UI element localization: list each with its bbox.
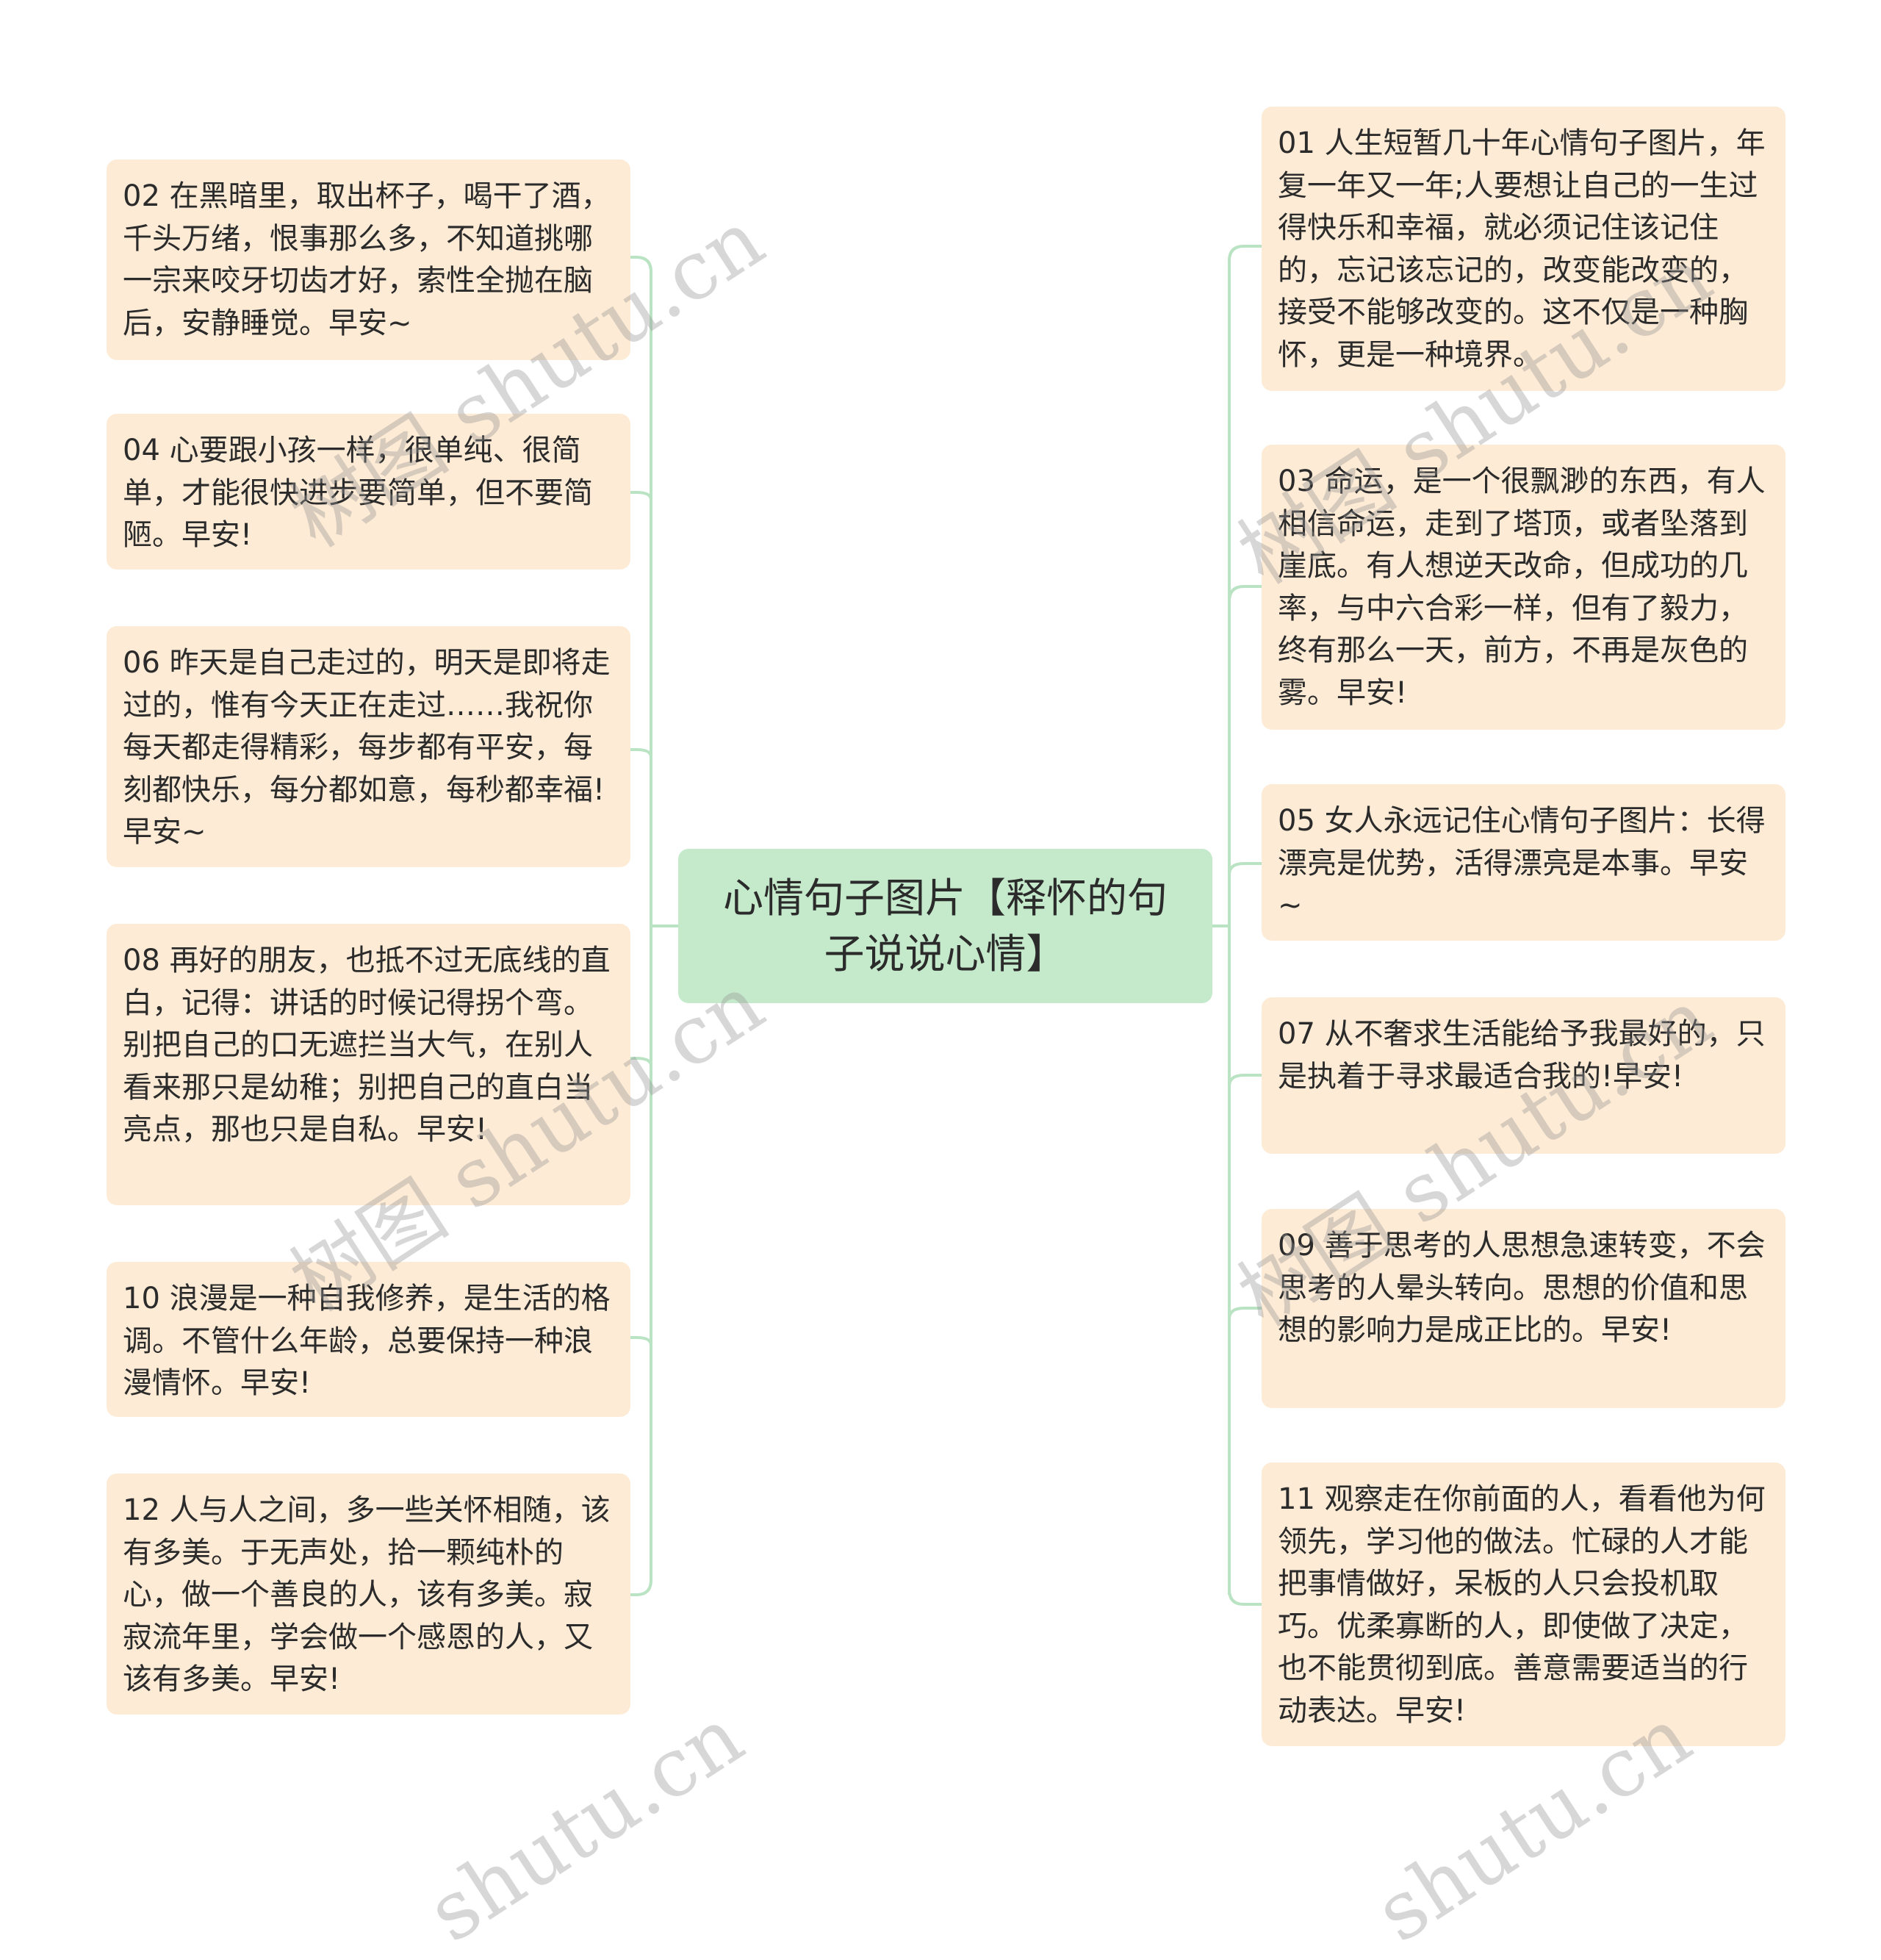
branch-node-05[interactable]: 05 女人永远记住心情句子图片：长得漂亮是优势，活得漂亮是本事。早安~ [1262, 784, 1785, 941]
branch-node-label: 02 在黑暗里，取出杯子，喝干了酒，千头万绪，恨事那么多，不知道挑哪一宗来咬牙切… [123, 179, 611, 340]
branch-node-label: 06 昨天是自己走过的，明天是即将走过的，惟有今天正在走过……我祝你每天都走得精… [123, 646, 611, 849]
root-node-label: 心情句子图片【释怀的句子说说心情】 [722, 875, 1168, 977]
branch-node-04[interactable]: 04 心要跟小孩一样，很单纯、很简单，才能很快进步要简单，但不要简陋。早安! [107, 414, 630, 570]
branch-node-label: 05 女人永远记住心情句子图片：长得漂亮是优势，活得漂亮是本事。早安~ [1278, 804, 1766, 922]
branch-node-08[interactable]: 08 再好的朋友，也抵不过无底线的直白，记得：讲话的时候记得拐个弯。别把自己的口… [107, 924, 630, 1205]
branch-node-label: 08 再好的朋友，也抵不过无底线的直白，记得：讲话的时候记得拐个弯。别把自己的口… [123, 944, 611, 1146]
branch-node-07[interactable]: 07 从不奢求生活能给予我最好的，只是执着于寻求最适合我的!早安! [1262, 997, 1785, 1154]
branch-node-01[interactable]: 01 人生短暂几十年心情句子图片，年复一年又一年;人要想让自己的一生过得快乐和幸… [1262, 107, 1785, 391]
mindmap-canvas: 心情句子图片【释怀的句子说说心情】 02 在黑暗里，取出杯子，喝干了酒，千头万绪… [107, 107, 1785, 1960]
branch-node-09[interactable]: 09 善于思考的人思想急速转变，不会思考的人晕头转向。思想的价值和思想的影响力是… [1262, 1209, 1785, 1408]
connector-lines [630, 245, 1262, 1606]
branch-node-label: 03 命运，是一个很飘渺的东西，有人相信命运，走到了塔顶，或者坠落到崖底。有人想… [1278, 464, 1766, 710]
branch-node-label: 04 心要跟小孩一样，很单纯、很简单，才能很快进步要简单，但不要简陋。早安! [123, 434, 593, 552]
branch-node-label: 11 观察走在你前面的人，看看他为何领先，学习他的做法。忙碌的人才能把事情做好，… [1278, 1482, 1766, 1728]
branch-node-label: 12 人与人之间，多一些关怀相随，该有多美。于无声处，拾一颗纯朴的心，做一个善良… [123, 1493, 611, 1696]
branch-node-11[interactable]: 11 观察走在你前面的人，看看他为何领先，学习他的做法。忙碌的人才能把事情做好，… [1262, 1462, 1785, 1746]
branch-node-06[interactable]: 06 昨天是自己走过的，明天是即将走过的，惟有今天正在走过……我祝你每天都走得精… [107, 626, 630, 867]
branch-node-03[interactable]: 03 命运，是一个很飘渺的东西，有人相信命运，走到了塔顶，或者坠落到崖底。有人想… [1262, 445, 1785, 730]
branch-node-label: 09 善于思考的人思想急速转变，不会思考的人晕头转向。思想的价值和思想的影响力是… [1278, 1229, 1766, 1347]
branch-node-label: 01 人生短暂几十年心情句子图片，年复一年又一年;人要想让自己的一生过得快乐和幸… [1278, 126, 1766, 372]
root-node[interactable]: 心情句子图片【释怀的句子说说心情】 [678, 849, 1212, 1003]
branch-node-10[interactable]: 10 浪漫是一种自我修养，是生活的格调。不管什么年龄，总要保持一种浪漫情怀。早安… [107, 1262, 630, 1417]
branch-node-label: 07 从不奢求生活能给予我最好的，只是执着于寻求最适合我的!早安! [1278, 1017, 1766, 1094]
branch-node-02[interactable]: 02 在黑暗里，取出杯子，喝干了酒，千头万绪，恨事那么多，不知道挑哪一宗来咬牙切… [107, 159, 630, 360]
branch-node-12[interactable]: 12 人与人之间，多一些关怀相随，该有多美。于无声处，拾一颗纯朴的心，做一个善良… [107, 1473, 630, 1715]
branch-node-label: 10 浪漫是一种自我修养，是生活的格调。不管什么年龄，总要保持一种浪漫情怀。早安… [123, 1282, 611, 1400]
